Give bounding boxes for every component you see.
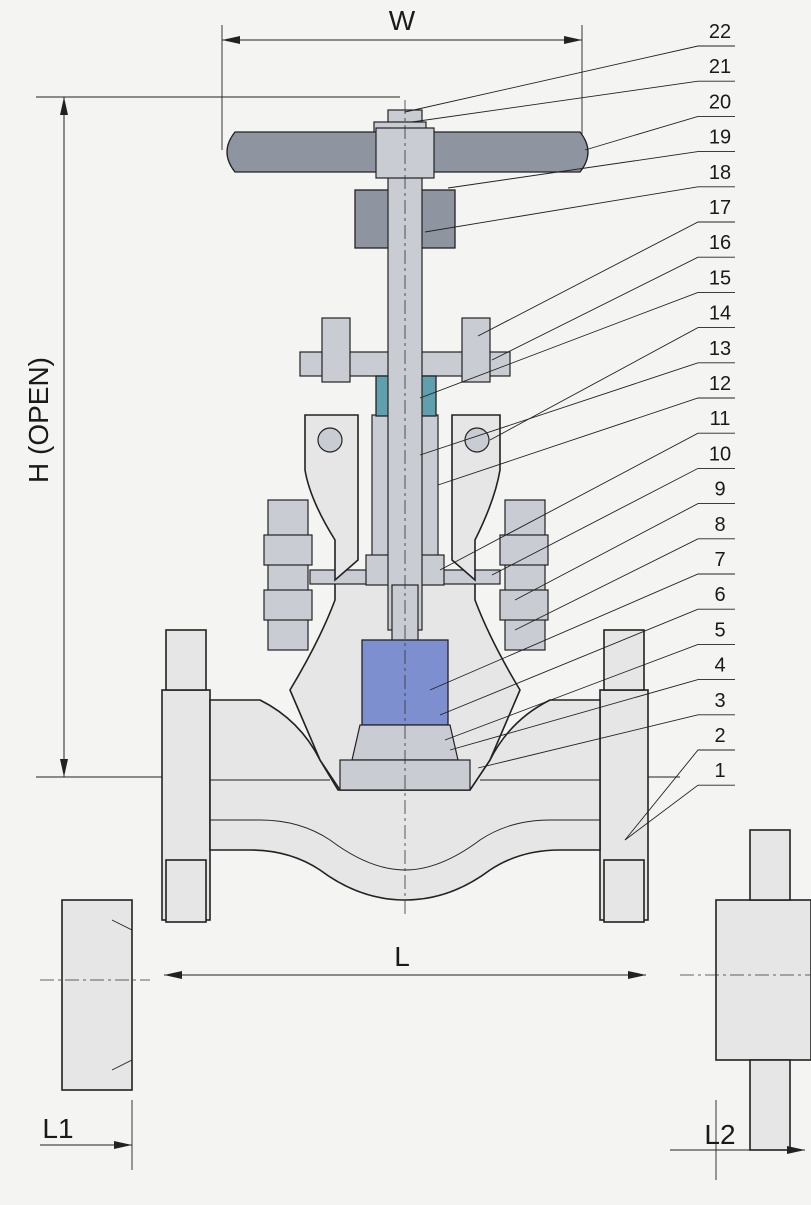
part-leader-7 bbox=[429, 573, 735, 691]
width-dimension: W bbox=[221, 5, 583, 150]
l2-label: L2 bbox=[704, 1119, 735, 1150]
length-dimension: L bbox=[164, 941, 646, 979]
part-leader-6 bbox=[439, 608, 735, 716]
part-leader-14 bbox=[489, 327, 735, 441]
left-flange-bolt-bottom bbox=[165, 859, 207, 923]
part-number-5: 5 bbox=[714, 619, 725, 641]
gland-bolt-left bbox=[321, 317, 351, 383]
right-stud bbox=[504, 499, 546, 651]
part-number-13: 13 bbox=[709, 338, 731, 360]
part-leader-21 bbox=[411, 80, 735, 123]
butt-weld-end bbox=[61, 899, 133, 1091]
gland-bolt-right bbox=[461, 317, 491, 383]
part-leader-18 bbox=[424, 186, 735, 233]
left-flange-bolt-top bbox=[165, 629, 207, 691]
width-label: W bbox=[389, 5, 416, 36]
left-stud bbox=[267, 499, 309, 651]
yoke-eye-right bbox=[464, 427, 490, 453]
part-number-19: 19 bbox=[709, 127, 731, 149]
part-number-4: 4 bbox=[714, 655, 725, 677]
part-number-2: 2 bbox=[714, 725, 725, 747]
part-number-7: 7 bbox=[714, 549, 725, 571]
part-leader-10 bbox=[491, 467, 735, 576]
socket-weld-end bbox=[715, 899, 811, 1061]
part-number-14: 14 bbox=[709, 303, 731, 325]
part-number-16: 16 bbox=[709, 232, 731, 254]
part-number-9: 9 bbox=[714, 479, 725, 501]
part-leader-12 bbox=[437, 397, 735, 486]
part-leader-17 bbox=[477, 221, 735, 337]
part-leader-1 bbox=[624, 784, 735, 841]
yoke-left-arm bbox=[304, 414, 359, 582]
yoke-eye-left bbox=[317, 427, 343, 453]
part-leader-16 bbox=[491, 256, 735, 361]
part-number-11: 11 bbox=[710, 408, 731, 430]
part-leader-5 bbox=[444, 643, 735, 741]
part-leader-4 bbox=[449, 679, 735, 751]
part-leader-20 bbox=[584, 115, 735, 151]
socket-end-top bbox=[749, 829, 791, 901]
part-number-8: 8 bbox=[714, 514, 725, 536]
length-label: L bbox=[394, 941, 410, 972]
left-end-view: L1 bbox=[40, 899, 150, 1170]
part-number-6: 6 bbox=[714, 584, 725, 606]
height-label: H (OPEN) bbox=[23, 357, 54, 483]
part-leader-8 bbox=[514, 538, 735, 631]
part-number-10: 10 bbox=[709, 443, 731, 465]
part-number-3: 3 bbox=[714, 690, 725, 712]
part-leader-22 bbox=[404, 45, 735, 113]
part-number-15: 15 bbox=[709, 267, 731, 289]
part-leader-3 bbox=[477, 714, 735, 769]
right-flange-bolt-top bbox=[603, 629, 645, 691]
right-end-view: L2 bbox=[670, 829, 811, 1180]
part-leader-11 bbox=[439, 432, 735, 571]
part-leader-2 bbox=[624, 749, 735, 841]
part-number-20: 20 bbox=[709, 91, 731, 113]
part-leader-9 bbox=[514, 503, 735, 601]
part-number-12: 12 bbox=[709, 373, 731, 395]
part-leader-19 bbox=[447, 151, 735, 189]
left-stud-nut-bottom bbox=[263, 589, 313, 621]
right-flange-bolt-bottom bbox=[603, 859, 645, 923]
part-leader-15 bbox=[419, 291, 735, 399]
part-leader-13 bbox=[419, 362, 735, 456]
handwheel bbox=[226, 127, 589, 179]
part-number-18: 18 bbox=[709, 162, 731, 184]
part-number-22: 22 bbox=[709, 21, 731, 43]
yoke-right-arm bbox=[451, 414, 501, 582]
part-number-1: 1 bbox=[714, 760, 725, 782]
part-number-21: 21 bbox=[709, 56, 731, 78]
l1-label: L1 bbox=[42, 1113, 73, 1144]
left-stud-nut-top bbox=[263, 534, 313, 566]
part-number-17: 17 bbox=[709, 197, 731, 219]
right-stud-nut-bottom bbox=[499, 589, 549, 621]
socket-end-bottom bbox=[749, 1059, 791, 1151]
